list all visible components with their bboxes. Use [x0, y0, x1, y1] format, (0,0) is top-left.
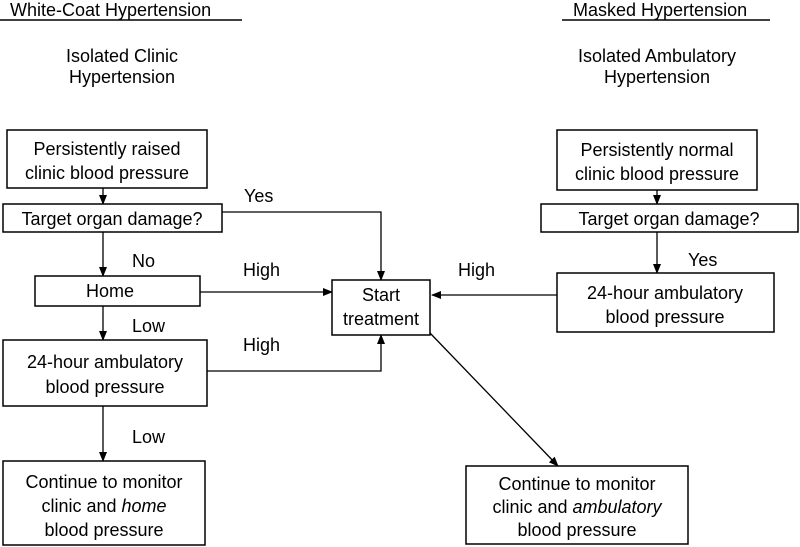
right-continue-line3: blood pressure — [517, 520, 636, 540]
right-continue-line2-plain: clinic and — [492, 497, 572, 517]
left-ambulatory-line1: 24-hour ambulatory — [27, 352, 183, 372]
box-right-target-organ: Target organ damage? — [540, 203, 799, 233]
right-continue-line2-italic: ambulatory — [573, 497, 663, 517]
edges — [99, 188, 661, 467]
box-left-ambulatory: 24-hour ambulatory blood pressure — [2, 339, 208, 407]
left-ambulatory-line2: blood pressure — [45, 377, 164, 397]
box-home: Home — [34, 275, 201, 307]
label-low-home: Low — [132, 316, 166, 336]
white-coat-title: White-Coat Hypertension — [10, 0, 211, 20]
masked-title: Masked Hypertension — [573, 0, 747, 20]
box-right-ambulatory: 24-hour ambulatory blood pressure — [556, 272, 775, 333]
left-continue-line1: Continue to monitor — [25, 472, 182, 492]
edge-labels: Yes No High Low High Low High Yes — [132, 186, 717, 447]
label-no-left: No — [132, 251, 155, 271]
box-persistently-normal: Persistently normal clinic blood pressur… — [556, 129, 758, 191]
label-high-home: High — [243, 260, 280, 280]
isolated-clinic-line1: Isolated Clinic — [66, 46, 178, 66]
isolated-ambulatory-line2: Hypertension — [604, 67, 710, 87]
label-yes-left: Yes — [244, 186, 273, 206]
raised-line2: clinic blood pressure — [25, 163, 189, 183]
right-ambulatory-line1: 24-hour ambulatory — [587, 283, 743, 303]
label-low-ambulatory-left: Low — [132, 427, 166, 447]
edge-start-to-right-continue — [429, 332, 559, 467]
normal-line2: clinic blood pressure — [575, 164, 739, 184]
left-header: White-Coat Hypertension Isolated Clinic … — [0, 0, 242, 87]
right-ambulatory-line2: blood pressure — [605, 307, 724, 327]
right-header: Masked Hypertension Isolated Ambulatory … — [562, 0, 770, 87]
start-line2: treatment — [343, 309, 419, 329]
left-continue-line2-plain: clinic and — [41, 496, 121, 516]
box-start-treatment: Start treatment — [331, 279, 431, 336]
left-continue-line2: clinic and home — [41, 496, 166, 516]
isolated-ambulatory-line1: Isolated Ambulatory — [578, 46, 736, 66]
label-yes-right: Yes — [688, 250, 717, 270]
isolated-clinic-line2: Hypertension — [69, 67, 175, 87]
left-continue-line3: blood pressure — [44, 520, 163, 540]
box-left-continue: Continue to monitor clinic and home bloo… — [2, 460, 206, 546]
right-continue-line2: clinic and ambulatory — [492, 497, 662, 517]
label-high-right: High — [458, 260, 495, 280]
label-high-ambulatory-left: High — [243, 335, 280, 355]
raised-line1: Persistently raised — [33, 139, 180, 159]
left-continue-line2-italic: home — [122, 496, 167, 516]
box-persistently-raised: Persistently raised clinic blood pressur… — [6, 129, 208, 189]
home-label: Home — [86, 281, 134, 301]
box-left-target-organ: Target organ damage? — [2, 203, 223, 233]
edge-ambulatory-high-to-start — [207, 334, 385, 372]
normal-line1: Persistently normal — [580, 140, 733, 160]
left-target-organ-label: Target organ damage? — [21, 209, 202, 229]
start-line1: Start — [362, 285, 400, 305]
right-continue-line1: Continue to monitor — [498, 474, 655, 494]
right-target-organ-label: Target organ damage? — [578, 209, 759, 229]
box-right-continue: Continue to monitor clinic and ambulator… — [465, 465, 689, 545]
edge-target-yes-to-start — [222, 211, 385, 281]
